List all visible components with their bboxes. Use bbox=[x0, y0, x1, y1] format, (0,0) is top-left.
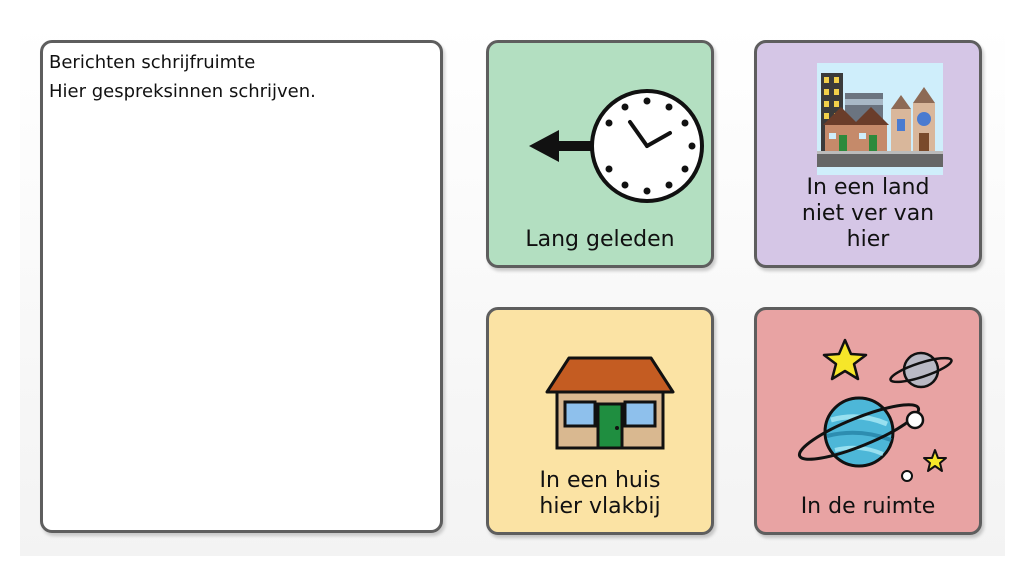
message-area-title: Berichten schrijfruimte bbox=[49, 52, 256, 73]
tile-label: In een huis hier vlakbij bbox=[539, 468, 661, 519]
tile-label: In een land niet ver van hier bbox=[801, 175, 935, 252]
tile-label: In de ruimte bbox=[800, 494, 936, 519]
city-icon bbox=[817, 63, 943, 175]
message-writing-area[interactable]: Berichten schrijfruimte Hier gespreksinn… bbox=[40, 40, 443, 533]
tile-label: Lang geleden bbox=[525, 227, 675, 252]
planets-icon bbox=[797, 338, 953, 482]
tile-lang-geleden[interactable]: Lang geleden bbox=[486, 40, 714, 268]
tile-in-een-huis-hier-vlakbij[interactable]: In een huis hier vlakbij bbox=[486, 307, 714, 535]
tile-in-de-ruimte[interactable]: In de ruimte bbox=[754, 307, 982, 535]
tile-in-een-land-niet-ver-van-hier[interactable]: In een land niet ver van hier bbox=[754, 40, 982, 268]
house-icon bbox=[545, 356, 675, 450]
clock-back-icon bbox=[529, 89, 704, 203]
message-area-placeholder: Hier gespreksinnen schrijven. bbox=[49, 81, 316, 102]
